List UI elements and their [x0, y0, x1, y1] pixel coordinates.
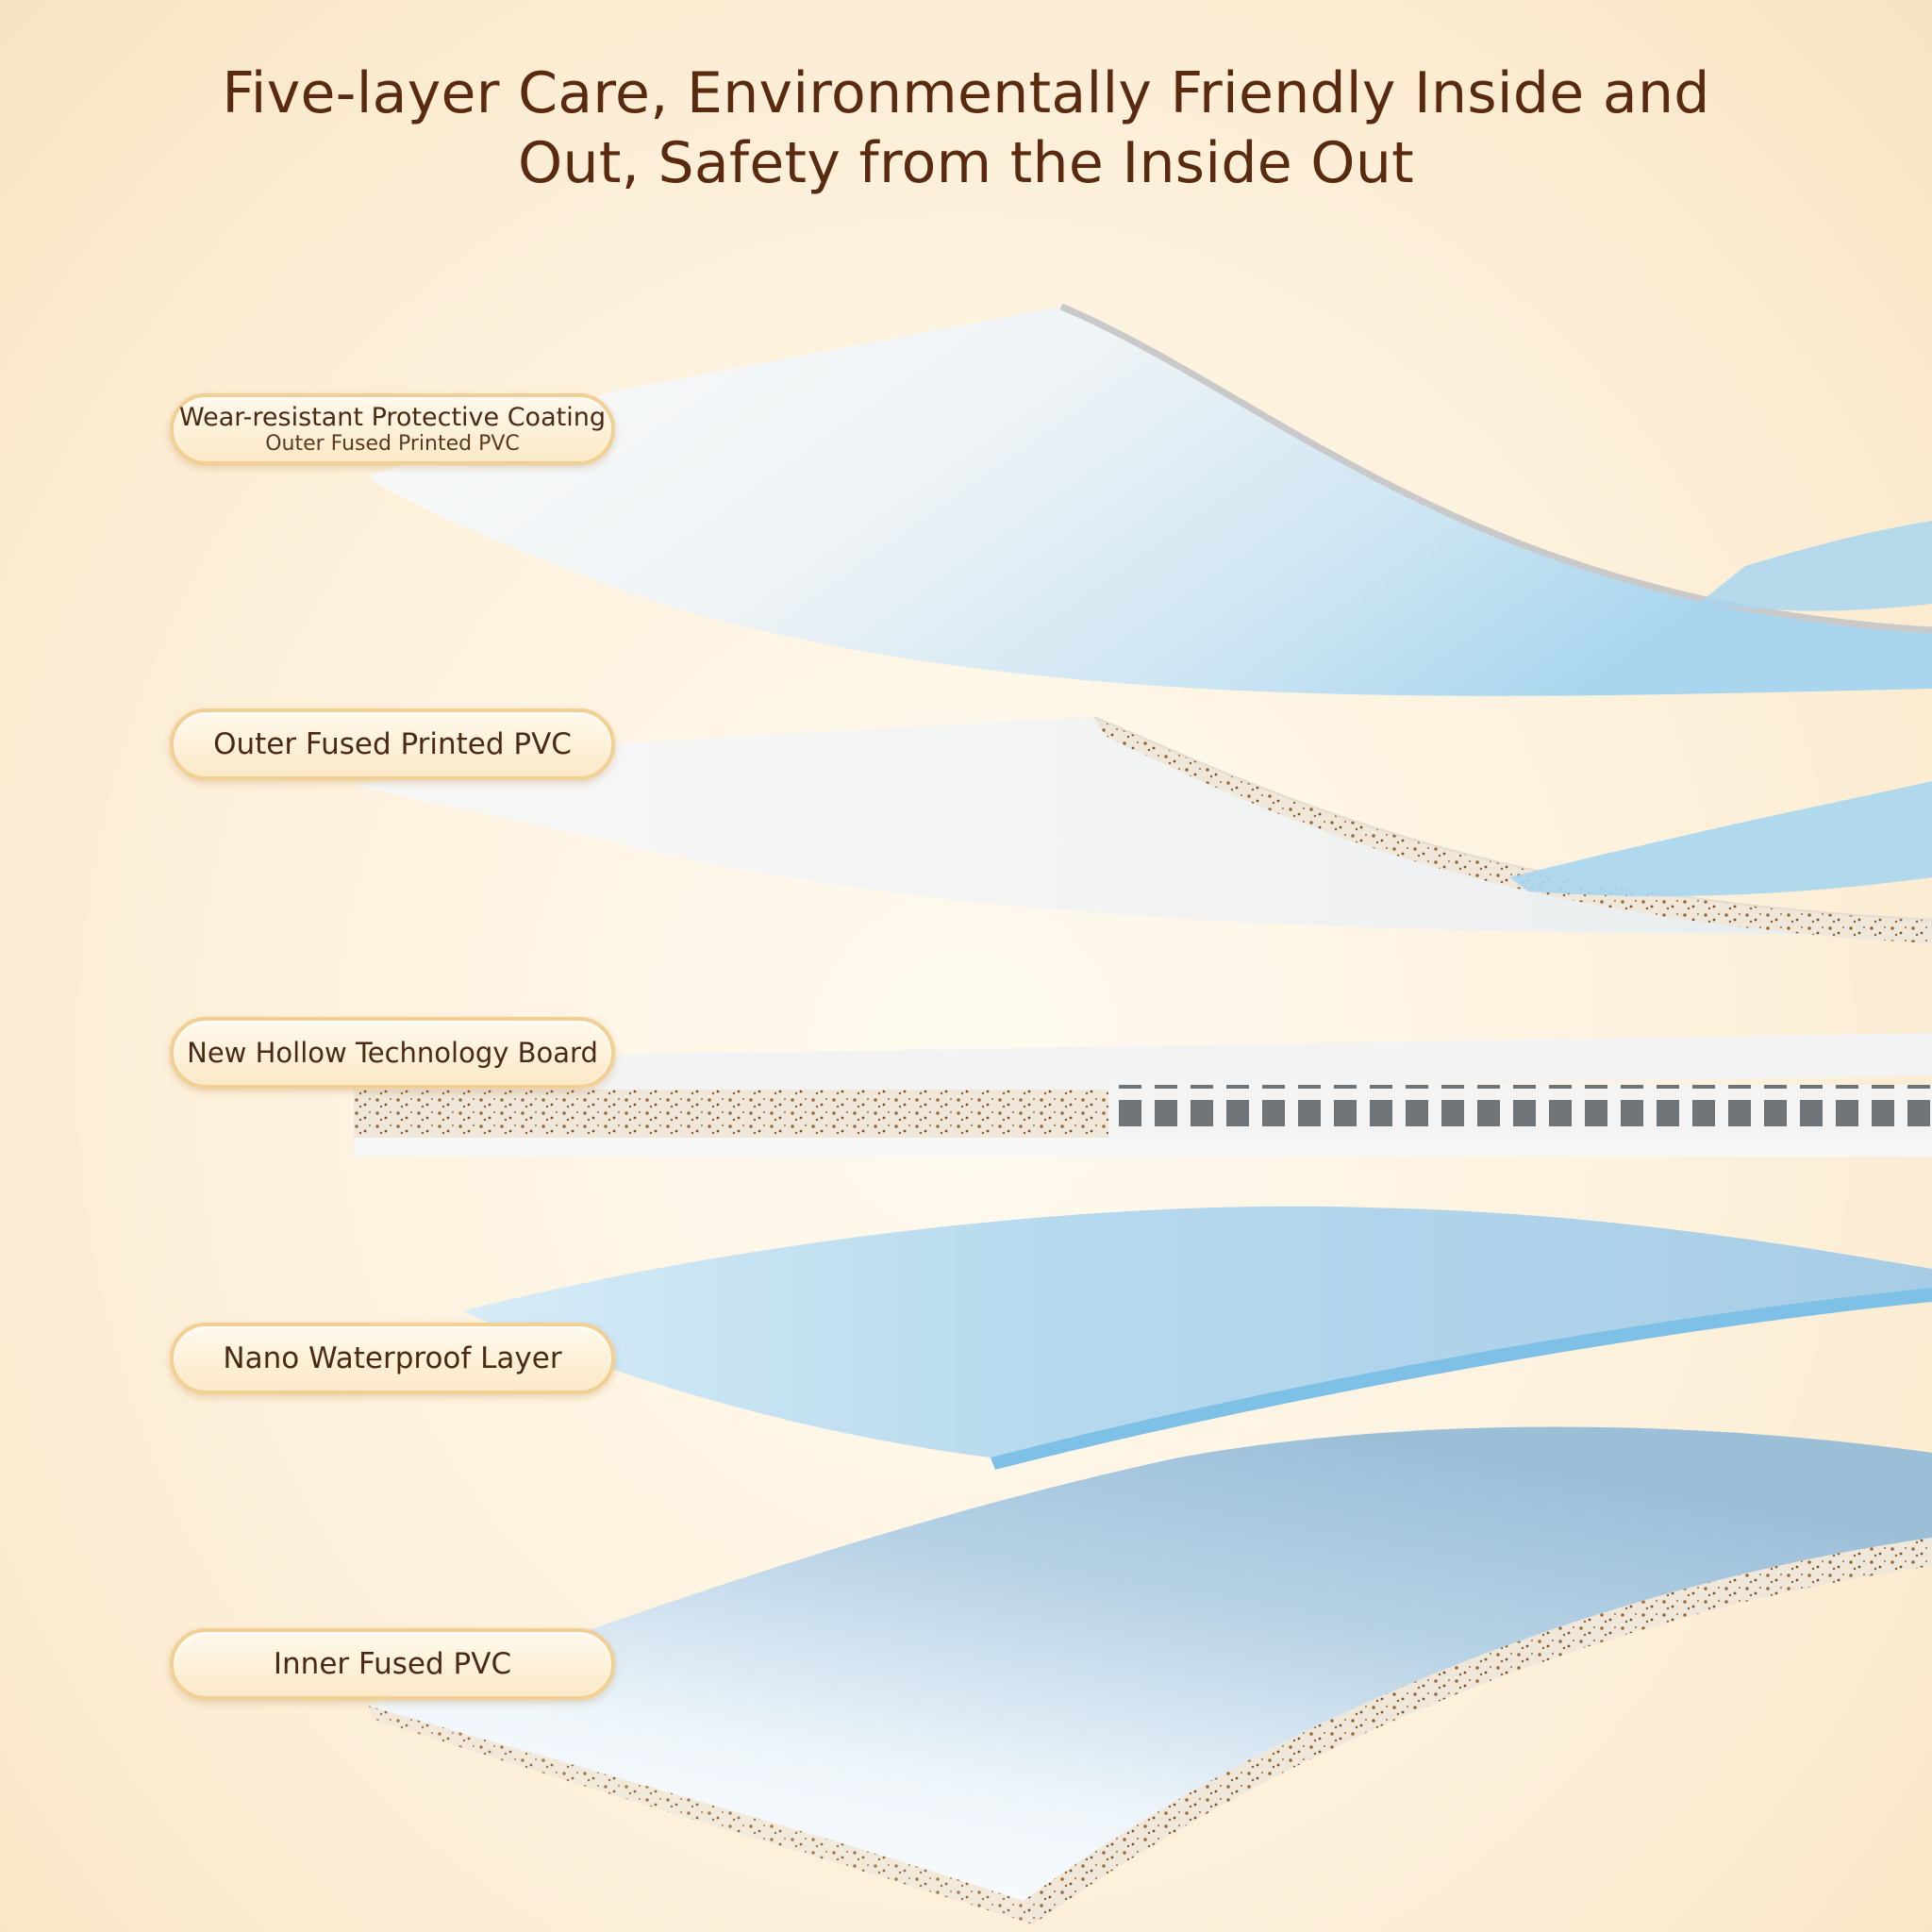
- layer-2-printed-pvc-sheet: [354, 716, 1932, 943]
- title-line-2: Out, Safety from the Inside Out: [518, 130, 1414, 196]
- label-nano-waterproof-layer-text: Nano Waterproof Layer: [223, 1341, 562, 1375]
- label-inner-fused-pvc-text: Inner Fused PVC: [273, 1647, 512, 1681]
- label-wear-resistant-coating: Wear-resistant Protective Coating Outer …: [170, 393, 615, 465]
- layer-1-coating-sheet: [368, 303, 1932, 696]
- title-line-1: Five-layer Care, Environmentally Friendl…: [222, 60, 1710, 126]
- label-outer-fused-printed-pvc-text: Outer Fused Printed PVC: [213, 727, 572, 761]
- layer-3-hollow-board: [354, 1033, 1932, 1157]
- label-new-hollow-technology-board-text: New Hollow Technology Board: [187, 1037, 598, 1069]
- label-inner-fused-pvc: Inner Fused PVC: [170, 1628, 615, 1700]
- label-outer-fused-printed-pvc: Outer Fused Printed PVC: [170, 708, 615, 780]
- layer-5-inner-pvc-sheet: [368, 1426, 1932, 1924]
- label-wear-resistant-coating-text: Wear-resistant Protective Coating: [179, 402, 606, 432]
- page-title: Five-layer Care, Environmentally Friendl…: [0, 58, 1932, 198]
- layer-4-waterproof-sheet: [462, 1206, 1932, 1470]
- label-new-hollow-technology-board: New Hollow Technology Board: [170, 1017, 615, 1089]
- label-wear-resistant-coating-subtext: Outer Fused Printed PVC: [265, 431, 520, 456]
- label-nano-waterproof-layer: Nano Waterproof Layer: [170, 1323, 615, 1394]
